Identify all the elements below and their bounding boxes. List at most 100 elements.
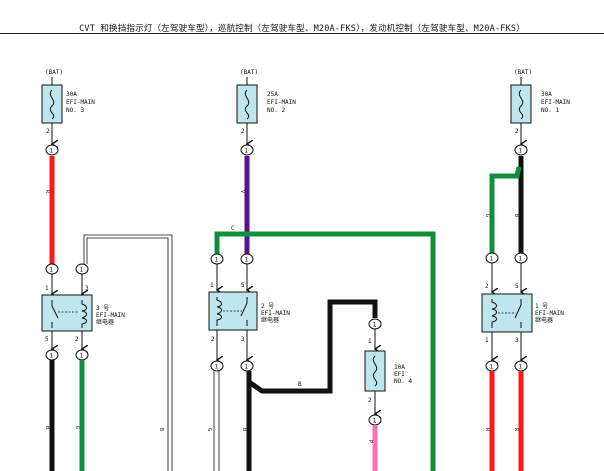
relay-pin-label: 2 (75, 336, 79, 343)
relay-coil-icon (81, 300, 87, 328)
relay-pin-label: 5 (45, 336, 49, 343)
circuit-column-3: (BAT) 30A EFI-MAIN NO. 1 2 1 G B 1 1 2 5… (481, 69, 570, 471)
connector-pin (210, 360, 224, 372)
relay-pin-label: 1 (45, 285, 49, 292)
connector-pin-label: 1 (519, 256, 523, 263)
fuse-rating: 25A (267, 91, 278, 98)
relay-label-num: 1 号 (535, 303, 548, 310)
fuse-pin-label: 2 (368, 397, 372, 404)
relay-pin-label: 3 (241, 336, 245, 343)
fuse-pin-label: 2 (46, 128, 50, 135)
connector-pin-label: 1 (373, 418, 377, 425)
connector-pin-label: 1 (245, 364, 249, 371)
wire-code: B (241, 428, 247, 431)
connector-pin-label: 1 (215, 364, 219, 371)
relay-label-name: EFI-MAIN (535, 310, 564, 317)
fuse-source-label: (BAT) (514, 69, 532, 76)
connector-pin-label: 1 (519, 148, 523, 155)
page-title: CVT 和换挡指示灯（左驾驶车型），巡航控制（左驾驶车型、M20A-FKS），发… (79, 24, 525, 34)
wire-code: B (44, 426, 50, 429)
fuse-name: EFI-MAIN (66, 99, 95, 106)
fuse-pin-label: 2 (515, 128, 519, 135)
header: CVT 和换挡指示灯（左驾驶车型），巡航控制（左驾驶车型、M20A-FKS），发… (0, 0, 604, 34)
wire-label-b: B (298, 381, 302, 388)
fuse-name: EFI-MAIN (541, 99, 570, 106)
fuse-source-label: (BAT) (45, 69, 63, 76)
relay-pin-label: 5 (515, 283, 519, 290)
fuse-icon (518, 89, 524, 120)
connector-pin-label: 1 (245, 257, 249, 264)
wire-code: R (484, 428, 490, 432)
relay-switch-icon (240, 297, 248, 326)
fuse-rating: 30A (541, 91, 552, 98)
fuse-pin-label: 1 (368, 338, 372, 345)
connector-pin-label: 1 (80, 353, 84, 360)
connector-pin-label: 1 (373, 322, 377, 329)
relay-pin-label: 3 (85, 285, 89, 292)
circuit-column-1: (BAT) 30A EFI-MAIN NO. 3 2 1 R 1 1 1 3 3… (41, 69, 173, 471)
relay-switch-icon (51, 300, 59, 328)
wire-code: P (367, 440, 373, 443)
fuse-icon (49, 89, 55, 120)
connector-pin (514, 144, 528, 156)
relay-switch-icon (514, 299, 522, 328)
wire-code: G (484, 214, 490, 217)
fuse-icon (372, 355, 378, 387)
relay-label-num: 3 号 (96, 305, 109, 312)
relay-pin-label: 1 (210, 282, 214, 289)
relay-pin-label: 5 (241, 282, 245, 289)
fuse-pin-label: 2 (241, 128, 245, 135)
wire-thin (83, 234, 173, 471)
relay-label-type: 继电器 (96, 318, 114, 326)
wire-code: G (206, 428, 212, 431)
fuse-box (364, 350, 386, 392)
fuse-rating: 30A (66, 91, 77, 98)
connector-pin-label: 1 (245, 148, 249, 155)
relay-pin-label: 3 (515, 337, 519, 344)
relay-label-num: 2 号 (261, 303, 274, 310)
wire-thin (86, 237, 169, 471)
relay-label-type: 继电器 (535, 316, 553, 324)
relay-pin-label: 2 (211, 336, 215, 343)
relay-label-name: EFI-MAIN (261, 310, 290, 317)
connector-pin-label: 1 (519, 364, 523, 371)
wire-label-c: C (231, 225, 235, 232)
circuit-column-2: (BAT) 25A EFI-MAIN NO. 2 2 1 V C 1 1 1 5… (206, 69, 436, 471)
connector-pin-label: 1 (50, 148, 54, 155)
fuse-number: NO. 1 (541, 107, 559, 114)
fuse-source-label: (BAT) (240, 69, 258, 76)
wire-code: G (74, 426, 80, 429)
fuse-name: EFI-MAIN (267, 99, 296, 106)
connector-pin-label: 1 (215, 257, 219, 264)
wire-code: B (513, 214, 519, 217)
relay-pin-label: 2 (485, 283, 489, 290)
fuse-number: NO. 3 (66, 107, 84, 114)
connector-pin (240, 144, 254, 156)
fuse-number: NO. 2 (267, 107, 285, 114)
wire-code: V (239, 190, 245, 193)
wire-code: R (44, 190, 50, 194)
connector-pin-label: 1 (80, 267, 84, 274)
relay-box (208, 291, 258, 331)
connector-pin-label: 1 (50, 353, 54, 360)
fuse-number: NO. 4 (394, 378, 412, 385)
wire-green-bus (214, 231, 436, 471)
relay-label-type: 继电器 (261, 316, 279, 324)
fuse-name: EFI (394, 371, 405, 378)
fuse-rating: 10A (394, 364, 405, 371)
relay-coil-icon (216, 297, 222, 326)
relay-label-name: EFI-MAIN (96, 312, 125, 319)
wire-code: B (158, 428, 164, 431)
relay-pin-label: 1 (485, 337, 489, 344)
connector-pin-label: 1 (490, 364, 494, 371)
fuse-icon (244, 89, 250, 120)
relay-box (41, 294, 93, 332)
header-divider (0, 33, 604, 34)
connector-pin-label: 1 (490, 256, 494, 263)
wire-code: R (513, 428, 519, 432)
wire-green (489, 166, 522, 253)
connector-pin (45, 144, 59, 156)
relay-coil-icon (491, 299, 497, 328)
connector-pin-label: 1 (50, 267, 54, 274)
